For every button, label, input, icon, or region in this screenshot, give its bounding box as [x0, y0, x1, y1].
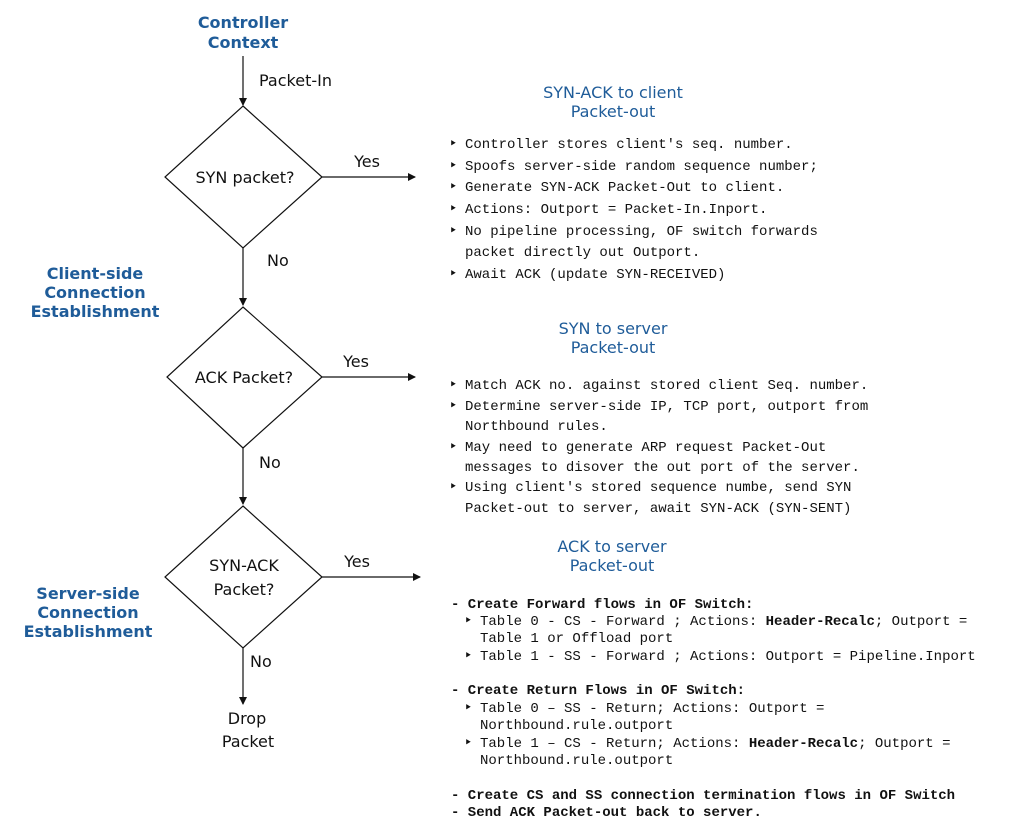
block-title: ACK to server [557, 537, 667, 556]
text-segment: Northbound.rule.outport [480, 718, 673, 734]
bullet-icon: ‣ [464, 736, 472, 752]
yes-label: Yes [342, 352, 369, 371]
step-line: Spoofs server-side random sequence numbe… [465, 159, 818, 175]
decision-label: ACK Packet? [195, 368, 293, 387]
server-side-phase-label: Establishment [24, 622, 153, 641]
step-line: Determine server-side IP, TCP port, outp… [465, 399, 868, 415]
yes-label: Yes [343, 552, 370, 571]
text-segment: Table 0 – SS - Return; Actions: Outport … [480, 701, 824, 717]
block-title: SYN to server [559, 319, 668, 338]
text-segment: Table 1 - SS - Forward ; Actions: Outpor… [480, 649, 976, 665]
step-line: - Create Return Flows in OF Switch: [451, 683, 745, 699]
no-label: No [267, 251, 289, 270]
packet-in-label: Packet-In [259, 71, 332, 90]
bold-text: Header-Recalc [749, 736, 858, 752]
step-line: Actions: Outport = Packet-In.Inport. [465, 202, 767, 218]
step-line: Controller stores client's seq. number. [465, 137, 793, 153]
step-line: Northbound rules. [465, 419, 608, 435]
step-line: Await ACK (update SYN-RECEIVED) [465, 267, 725, 283]
drop-packet-label-2: Packet [222, 732, 274, 751]
client-side-phase-label: Client-side [47, 264, 144, 283]
bullet-icon: ‣ [449, 180, 457, 196]
text-segment: Table 1 – CS - Return; Actions: [480, 736, 749, 752]
decision-label: SYN-ACK [209, 556, 279, 575]
step-line: No pipeline processing, OF switch forwar… [465, 224, 818, 240]
no-label: No [259, 453, 281, 472]
step-line: messages to disover the out port of the … [465, 460, 860, 476]
bold-text: - Create Forward flows in OF Switch: [451, 597, 753, 613]
syn-to-server-steps: ‣ Match ACK no. against stored client Seq… [449, 378, 868, 517]
controller-context-title-2: Context [208, 33, 279, 52]
step-line: Packet-out to server, await SYN-ACK (SYN… [465, 501, 851, 517]
step-line: Table 0 - CS - Forward ; Actions: Header… [480, 614, 967, 630]
step-line: Table 0 – SS - Return; Actions: Outport … [480, 701, 824, 717]
step-line: Generate SYN-ACK Packet-Out to client. [465, 180, 784, 196]
step-line: packet directly out Outport. [465, 245, 700, 261]
bullet-icon: ‣ [449, 137, 457, 153]
step-line: Northbound.rule.outport [480, 718, 673, 734]
text-segment: Northbound.rule.outport [480, 753, 673, 769]
step-line: May need to generate ARP request Packet-… [465, 440, 826, 456]
bullet-icon: ‣ [449, 378, 457, 394]
yes-label: Yes [353, 152, 380, 171]
ack-to-server-steps: - Create Forward flows in OF Switch:‣Tab… [451, 597, 976, 821]
bullet-icon: ‣ [449, 267, 457, 283]
bullet-icon: ‣ [449, 202, 457, 218]
block-title: Packet-out [571, 102, 656, 121]
text-segment: ; Outport = [858, 736, 950, 752]
bold-text: - Send ACK Packet-out back to server. [451, 805, 762, 821]
bullet-icon: ‣ [449, 480, 457, 496]
bullet-icon: ‣ [449, 224, 457, 240]
block-title: Packet-out [570, 556, 655, 575]
bold-text: - Create Return Flows in OF Switch: [451, 683, 745, 699]
drop-packet-label: Drop [228, 709, 267, 728]
server-side-phase-label: Connection [37, 603, 138, 622]
bullet-icon: ‣ [464, 614, 472, 630]
step-line: Table 1 – CS - Return; Actions: Header-R… [480, 736, 950, 752]
step-line: Northbound.rule.outport [480, 753, 673, 769]
client-side-phase-label: Establishment [31, 302, 160, 321]
step-line: Table 1 - SS - Forward ; Actions: Outpor… [480, 649, 976, 665]
bullet-icon: ‣ [464, 649, 472, 665]
no-label: No [250, 652, 272, 671]
step-line: Table 1 or Offload port [480, 631, 673, 647]
controller-context-title: Controller [198, 13, 288, 32]
step-line: - Send ACK Packet-out back to server. [451, 805, 762, 821]
step-line: Match ACK no. against stored client Seq.… [465, 378, 868, 394]
text-segment: Table 0 - CS - Forward ; Actions: [480, 614, 766, 630]
decision-label: Packet? [214, 580, 275, 599]
step-line: Using client's stored sequence numbe, se… [465, 480, 851, 496]
bold-text: - Create CS and SS connection terminatio… [451, 788, 955, 804]
bullet-icon: ‣ [449, 399, 457, 415]
bullet-icon: ‣ [464, 701, 472, 717]
bullet-icon: ‣ [449, 159, 457, 175]
step-line: - Create CS and SS connection terminatio… [451, 788, 955, 804]
step-line: - Create Forward flows in OF Switch: [451, 597, 753, 613]
decision-syn-ack-packet [164, 505, 323, 649]
client-side-phase-label: Connection [44, 283, 145, 302]
server-side-phase-label: Server-side [36, 584, 140, 603]
bold-text: Header-Recalc [766, 614, 875, 630]
bullet-icon: ‣ [449, 440, 457, 456]
text-segment: ; Outport = [875, 614, 967, 630]
syn-ack-to-client-steps: ‣ Controller stores client's seq. number.… [449, 137, 818, 283]
text-segment: Table 1 or Offload port [480, 631, 673, 647]
block-title: SYN-ACK to client [543, 83, 683, 102]
block-title: Packet-out [571, 338, 656, 357]
decision-label: SYN packet? [195, 168, 294, 187]
